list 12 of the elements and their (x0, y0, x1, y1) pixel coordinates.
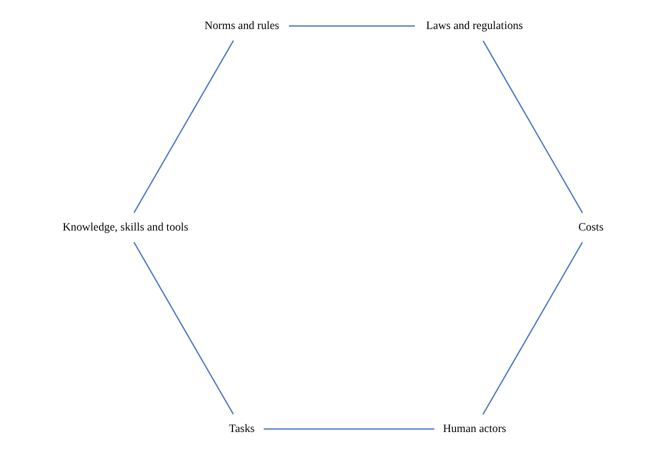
connector (132, 242, 234, 415)
connector (482, 242, 582, 415)
connector (482, 40, 583, 214)
node-text: Laws and regulations (426, 20, 522, 32)
connector (133, 40, 234, 213)
node-text: Knowledge, skills and tools (62, 221, 188, 234)
node-text: Norms and rules (204, 20, 279, 32)
connector (263, 428, 434, 430)
connector (288, 25, 414, 27)
node-text: Costs (578, 221, 603, 234)
node-text: Tasks (228, 423, 254, 436)
node-text: Human actors (442, 423, 506, 436)
